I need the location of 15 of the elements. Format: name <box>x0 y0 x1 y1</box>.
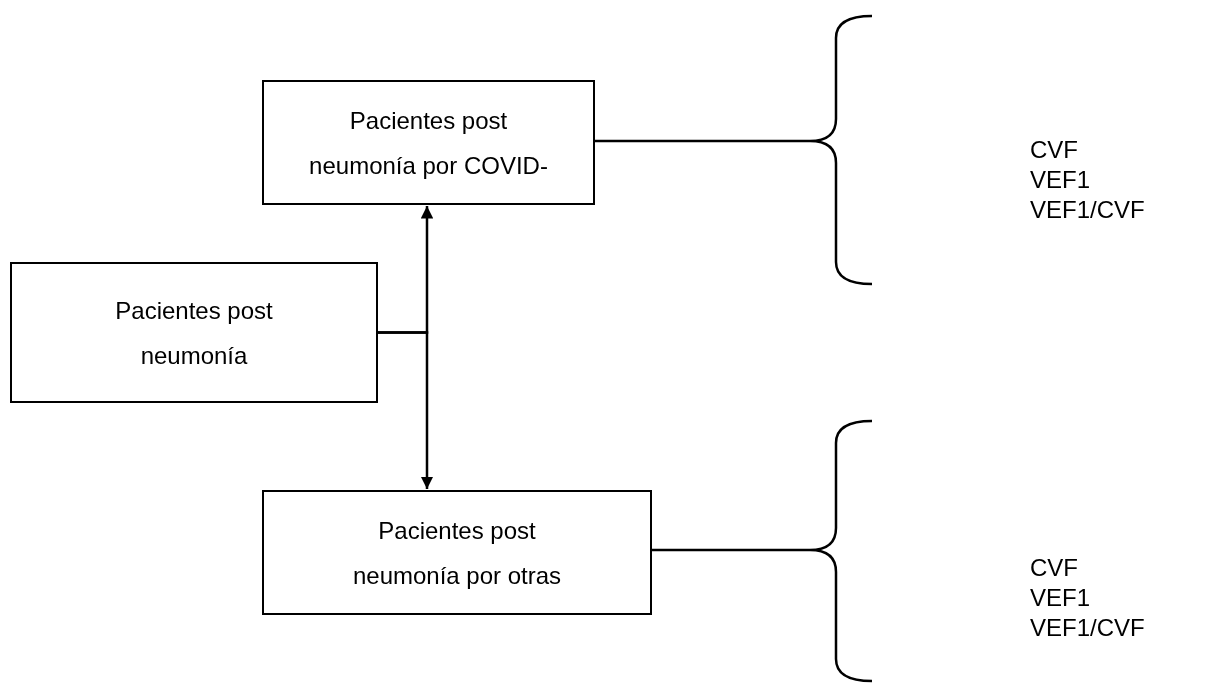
measure-label: VEF1 <box>1030 165 1092 195</box>
box-label: Pacientes post neumonía <box>114 295 274 371</box>
process-box <box>10 262 378 403</box>
box-label: Pacientes post neumonía por COVID- <box>308 105 549 181</box>
measure-label: VEF1 <box>1030 583 1092 613</box>
measure-label: VEF1/CVF <box>1030 195 1145 225</box>
connector-line <box>652 548 810 552</box>
connector-line <box>595 139 810 143</box>
process-box <box>262 490 652 615</box>
process-box <box>262 80 595 205</box>
box-label: Pacientes post neumonía por otras <box>351 515 563 591</box>
measure-label: CVF <box>1030 135 1079 165</box>
measure-label: VEF1/CVF <box>1030 613 1145 643</box>
connector-line <box>378 331 434 489</box>
measure-label: CVF <box>1030 553 1079 583</box>
